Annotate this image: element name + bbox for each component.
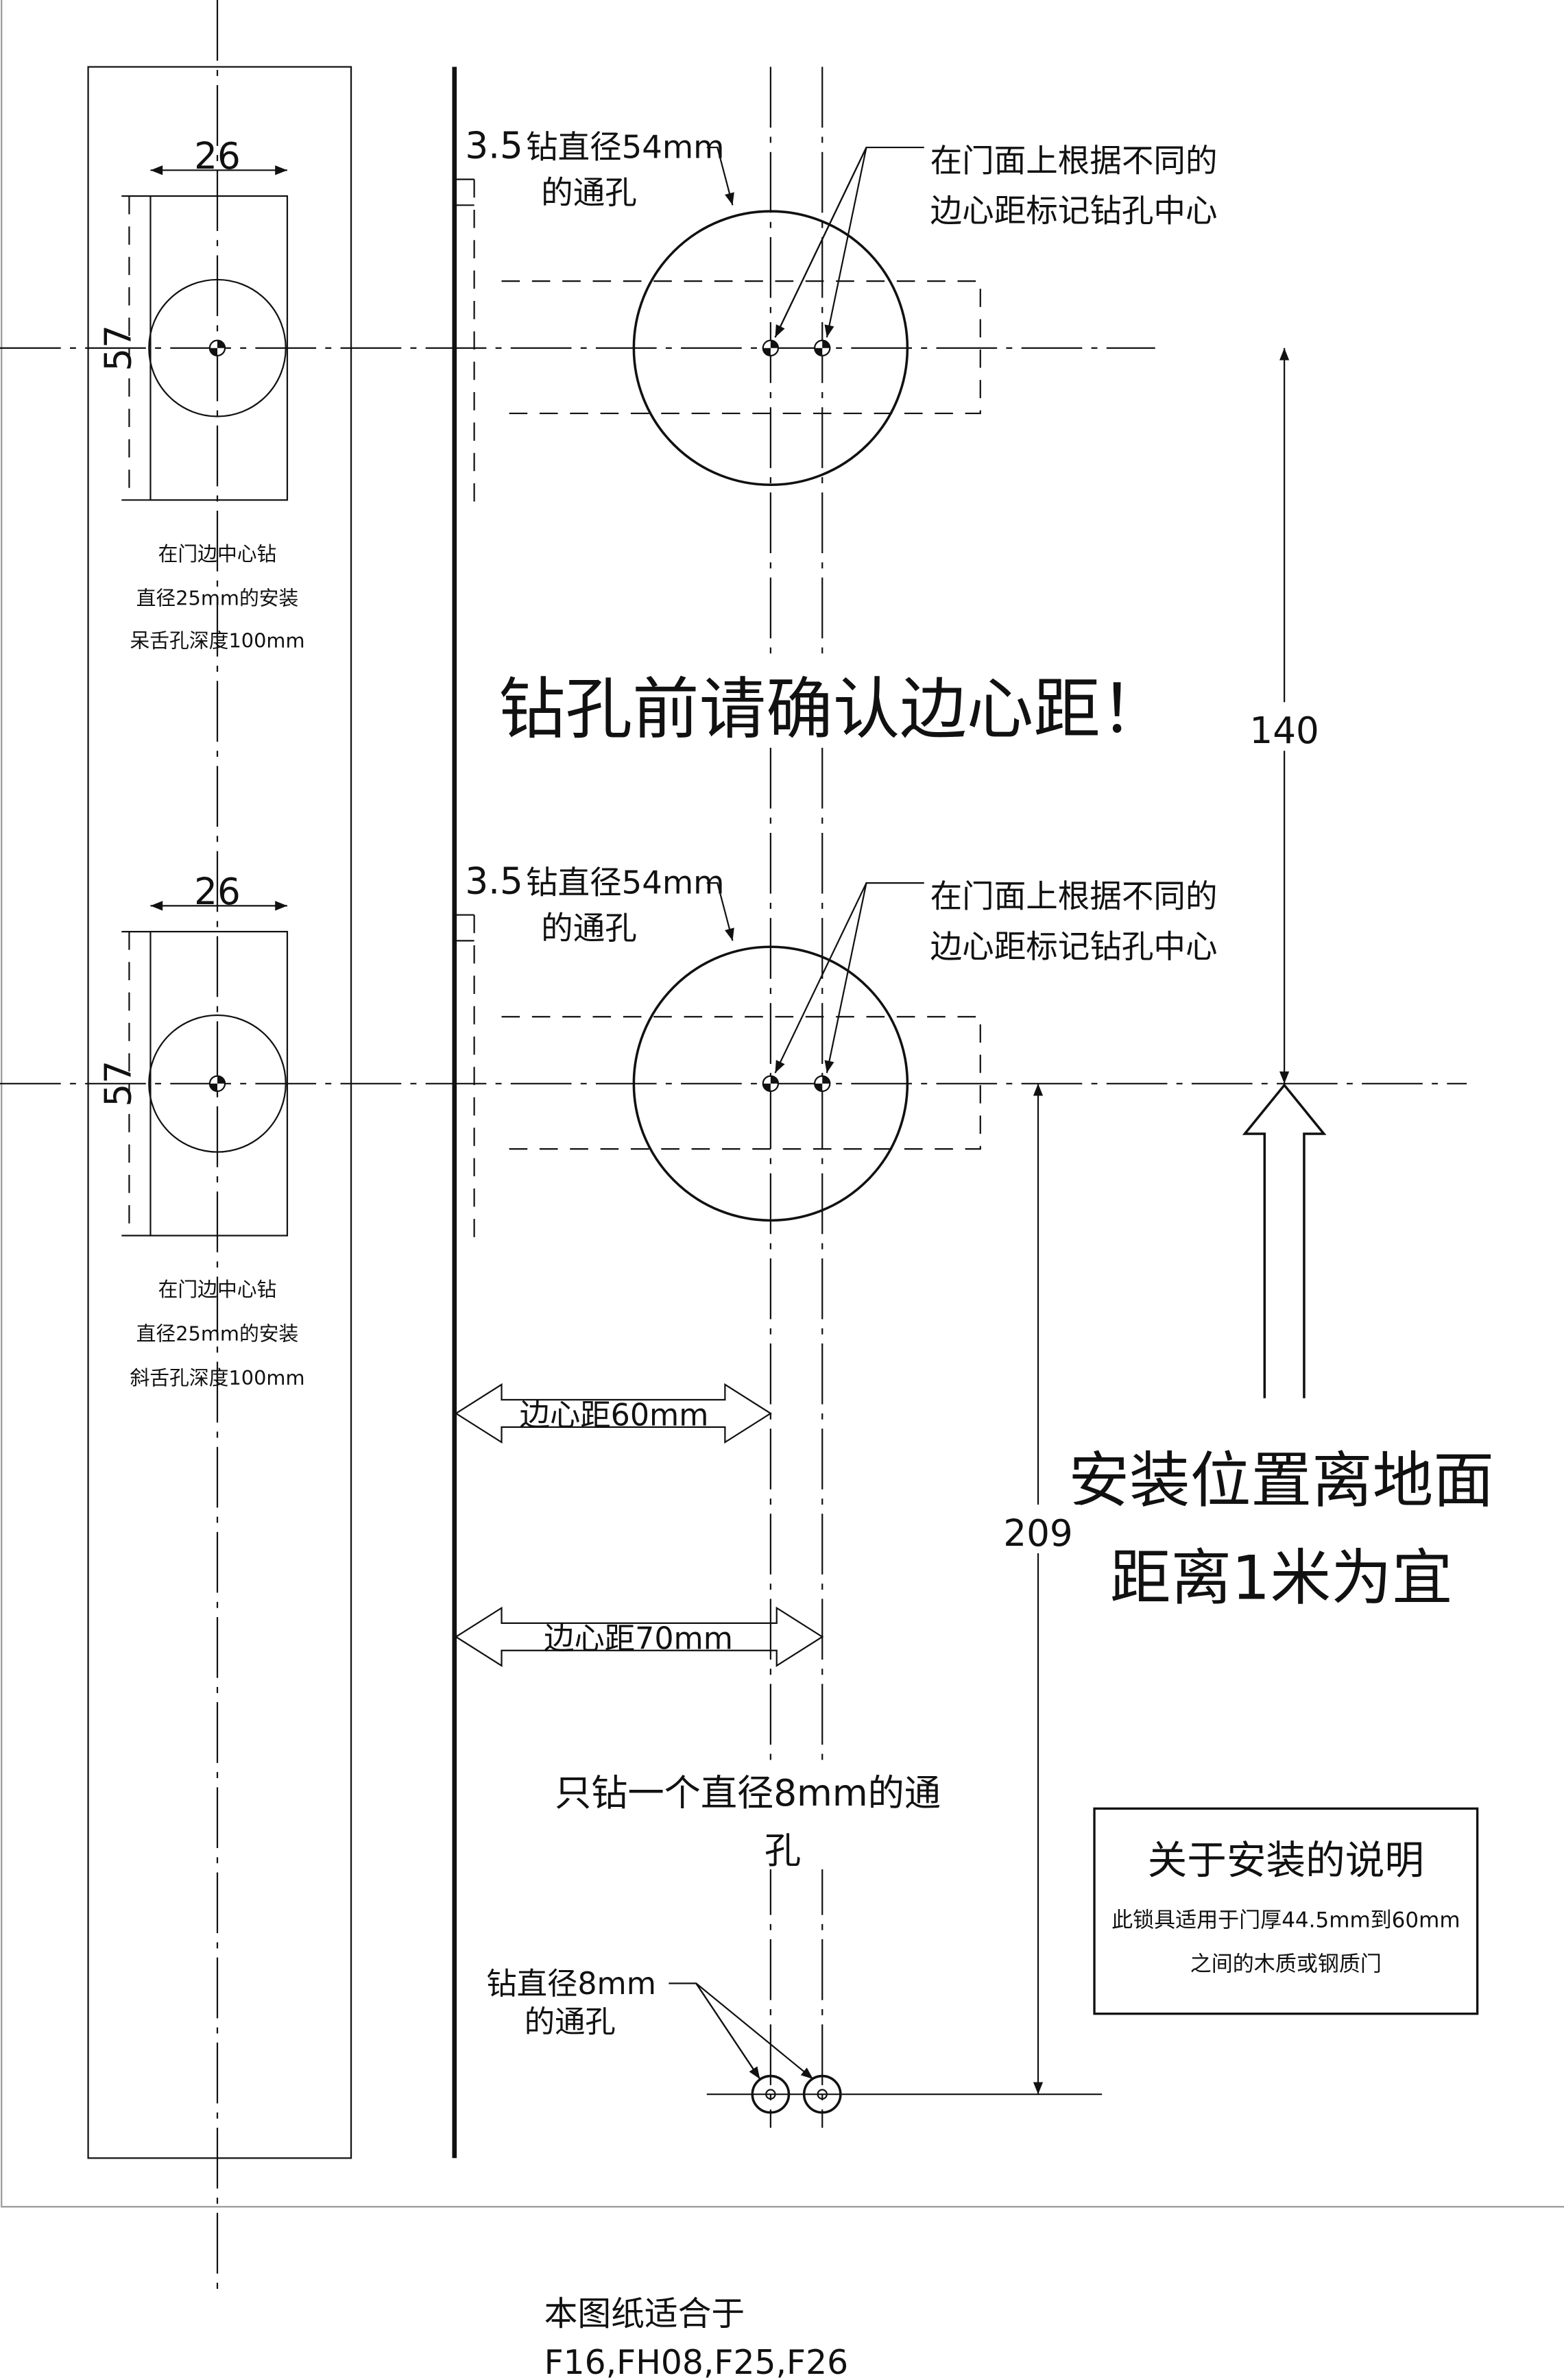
height-dim-bg [995,1504,1081,1553]
backset-60-arrow [454,1383,772,1444]
backset-70-arrow [454,1606,824,1667]
small-hole-label-1: 钻直径8mm [486,1967,656,2002]
top-edge-note-1: 在门边中心钻 [158,542,277,566]
bottom-offset-dim: 3.5 [465,860,523,903]
backset-60-label: 边心距60mm [520,1398,709,1433]
warning-bg [494,653,1224,745]
warning-text: 钻孔前请确认边心距！ [498,671,1167,749]
footer-line-2: F16,FH08,F25,F26 [544,2343,849,2380]
bottom-face-hole [454,882,981,1237]
bottom-hole-label-1: 钻直径54mm [526,864,725,901]
bottom-mark-label-1: 在门面上根据不同的 [930,878,1218,915]
top-mark-label-2: 边心距标记钻孔中心 [930,193,1218,230]
small-hole-label-2: 的通孔 [525,2004,616,2039]
small-hole-note-bg [550,1762,1014,1870]
height-dim: 209 [1003,1512,1073,1555]
spacing-dim-bg [1243,702,1325,751]
top-hole-label-2: 的通孔 [541,174,637,211]
info-box-line-1: 此锁具适用于门厚44.5mm到60mm [1111,1908,1460,1932]
install-height-2: 距离1米为宜 [1110,1542,1453,1613]
bottom-edge-note-3: 斜舌孔深度100mm [130,1366,304,1389]
small-hole-note-2: 孔 [765,1830,801,1872]
top-height-dim: 57 [97,325,140,372]
sheet-border [1,0,1564,2208]
bottom-height-dim: 57 [97,1060,140,1107]
backset-70-label: 边心距70mm [544,1622,733,1657]
top-edge-note-2: 直径25mm的安装 [136,586,299,609]
install-height-1: 安装位置离地面 [1068,1446,1494,1516]
bottom-edge-note-2: 直径25mm的安装 [136,1322,299,1345]
small-hole-note-1: 只钻一个直径8mm的通 [555,1772,941,1814]
bottom-edge-note-1: 在门边中心钻 [158,1278,277,1301]
top-face-hole [454,146,981,502]
install-position-arrow-icon [1242,1083,1327,1398]
bottom-mark-label-2: 边心距标记钻孔中心 [930,928,1218,965]
bottom-edge-hole [121,901,289,1237]
top-mark-label-1: 在门面上根据不同的 [930,143,1218,180]
footer-line-1: 本图纸适合于 [544,2294,745,2333]
info-box-line-2: 之间的木质或钢质门 [1190,1952,1382,1977]
spacing-dim: 140 [1249,709,1319,752]
top-width-dim: 26 [194,135,241,178]
info-box-title: 关于安装的说明 [1148,1838,1424,1884]
top-offset-dim: 3.5 [465,125,523,167]
top-hole-label-1: 钻直径54mm [526,129,725,166]
small-holes [669,1982,842,2114]
bottom-hole-label-2: 的通孔 [541,910,637,947]
door-edge-panel [87,66,352,2159]
bottom-width-dim: 26 [194,871,241,913]
top-edge-hole [121,165,289,501]
info-box [1093,1807,1479,2015]
top-edge-note-3: 呆舌孔深度100mm [130,629,304,652]
